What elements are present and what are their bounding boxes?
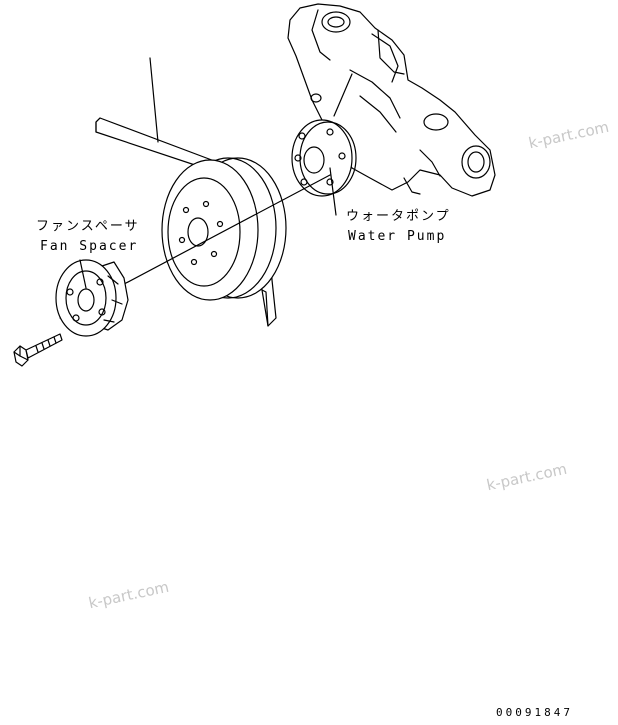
pump-flange <box>291 119 357 197</box>
document-number: 00091847 <box>496 706 573 719</box>
fan-spacer <box>55 259 129 337</box>
bolt <box>13 333 63 367</box>
fan-spacer-label-jp: ファンスペーサ <box>36 219 140 234</box>
belt-leader-line <box>149 57 159 143</box>
pulley <box>161 157 287 301</box>
water-pump-leader-line <box>329 167 337 216</box>
fan-spacer-leader-line <box>79 259 87 289</box>
fan-spacer-label-en: Fan Spacer <box>40 239 139 254</box>
water-pump-label-en: Water Pump <box>348 229 447 244</box>
water-pump-label-jp: ウォータポンプ <box>346 209 451 224</box>
